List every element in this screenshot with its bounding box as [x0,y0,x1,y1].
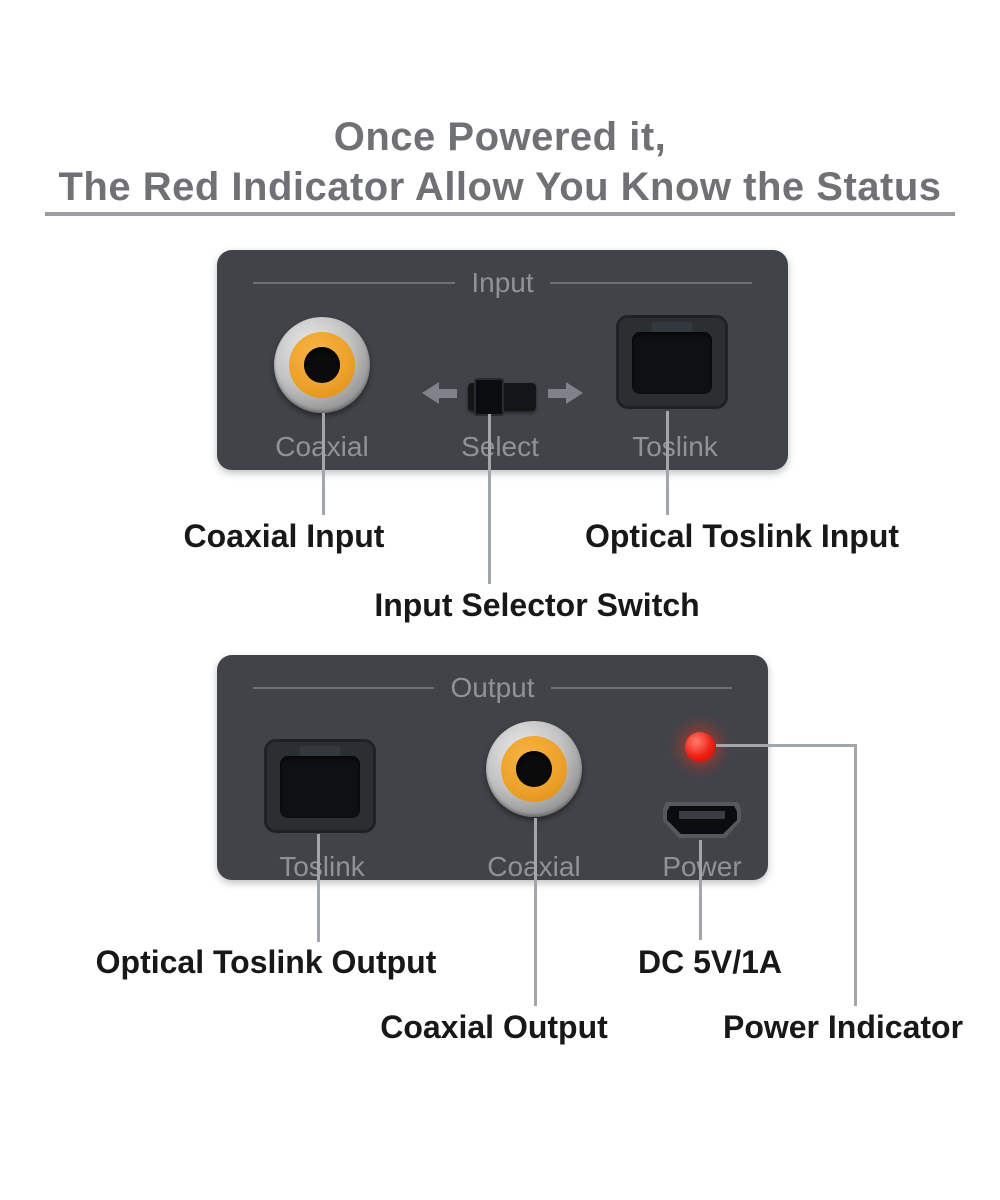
callout-line-coaxial-output [534,818,537,1006]
micro-usb-power-port [663,802,741,838]
coaxial-input-jack [274,317,370,413]
toslink-opening [280,756,360,818]
power-label: Power [662,851,742,882]
power-led-indicator [685,732,715,762]
callout-line-power-indicator-vertical [854,744,857,1006]
toslink-flap [652,322,692,332]
toslink-input-label: Toslink [632,431,718,462]
toslink-input-port [616,315,728,409]
callout-line-toslink-output [317,834,320,942]
callout-input-selector-switch: Input Selector Switch [374,587,700,623]
output-panel: Output Toslink Coaxial Power [217,655,768,882]
header-line-left [253,687,435,689]
coaxial-center-hole [516,751,552,787]
output-panel-title: Output [450,672,535,703]
toslink-flap [300,746,340,756]
callout-line-power-indicator-horizontal [716,744,857,747]
callout-line-selector-switch [488,414,491,584]
toslink-opening [632,332,712,394]
toslink-output-label: Toslink [279,851,365,882]
callout-line-coaxial-input [322,413,325,515]
callout-coaxial-input: Coaxial Input [183,518,385,554]
toslink-output-port [264,739,376,833]
callout-line-toslink-input [666,411,669,515]
coaxial-output-jack [486,721,582,817]
input-selector-switch [468,378,536,416]
callout-line-dc-power [699,840,702,940]
coaxial-orange-ring [501,736,567,802]
callout-optical-toslink-input: Optical Toslink Input [584,518,900,554]
callout-coaxial-output: Coaxial Output [380,1009,608,1045]
callout-power-indicator: Power Indicator [722,1009,964,1045]
output-panel-header: Output [253,671,732,705]
select-label: Select [461,431,539,462]
coaxial-center-hole [304,347,340,383]
header-line-left [253,282,456,284]
usb-cavity [667,806,737,834]
header-line-right [549,282,752,284]
switch-knob [474,378,504,416]
input-panel: Input Coaxial Select Toslink [217,250,788,470]
header-line-right [550,687,732,689]
page-title: Once Powered it, The Red Indicator Allow… [0,112,1000,212]
title-line2: The Red Indicator Allow You Know the Sta… [58,165,942,209]
title-divider [45,212,955,216]
input-panel-title: Input [471,267,534,298]
usb-tongue [679,811,725,819]
arrow-right-icon [548,382,583,404]
arrow-left-icon [422,382,457,404]
callout-optical-toslink-output: Optical Toslink Output [95,944,437,980]
coaxial-orange-ring [289,332,355,398]
callout-dc-power: DC 5V/1A [637,944,783,980]
title-line1: Once Powered it, [333,115,667,159]
input-panel-header: Input [253,266,752,300]
